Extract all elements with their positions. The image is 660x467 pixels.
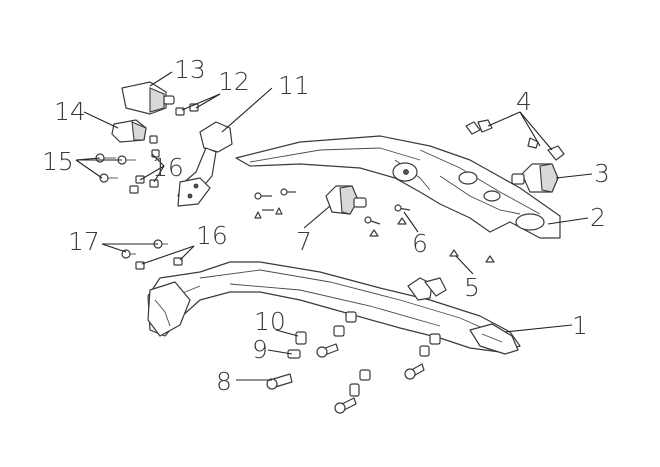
callout-6: 6	[412, 229, 428, 258]
callout-11: 11	[278, 71, 310, 100]
callout-13: 13	[174, 55, 206, 84]
part-nuts-12	[175, 103, 199, 116]
part-turn-signal-left	[325, 185, 367, 215]
part-fasteners-15-16	[95, 135, 160, 194]
callout-2: 2	[590, 203, 606, 232]
callout-4: 4	[516, 87, 532, 116]
part-bracket-11	[177, 121, 233, 207]
callout-numbers: 1 2 3 4 5 6 7 8 9 10 11 12 13 14 15 16 1…	[42, 55, 610, 396]
part-bolt-spring-sets	[266, 311, 441, 414]
callout-7: 7	[296, 227, 312, 256]
callout-16-lower: 16	[196, 221, 228, 250]
part-light-13	[121, 81, 175, 115]
callout-16-upper: 16	[152, 153, 184, 182]
callout-12: 12	[218, 67, 250, 96]
callout-17: 17	[68, 227, 100, 256]
callout-5: 5	[464, 273, 480, 302]
callout-15: 15	[42, 147, 74, 176]
part-rear-fender-upper	[235, 135, 561, 239]
callout-9: 9	[252, 335, 268, 364]
callout-1: 1	[572, 311, 588, 340]
part-bolts-5-6	[254, 188, 495, 263]
callout-14: 14	[54, 97, 86, 126]
part-clips-4	[465, 119, 565, 161]
callout-8: 8	[216, 367, 232, 396]
callout-3: 3	[594, 159, 610, 188]
callout-10: 10	[254, 307, 286, 336]
leader-lines	[75, 71, 593, 381]
part-rear-frame-lower	[147, 261, 521, 355]
part-cap-14	[111, 119, 147, 143]
